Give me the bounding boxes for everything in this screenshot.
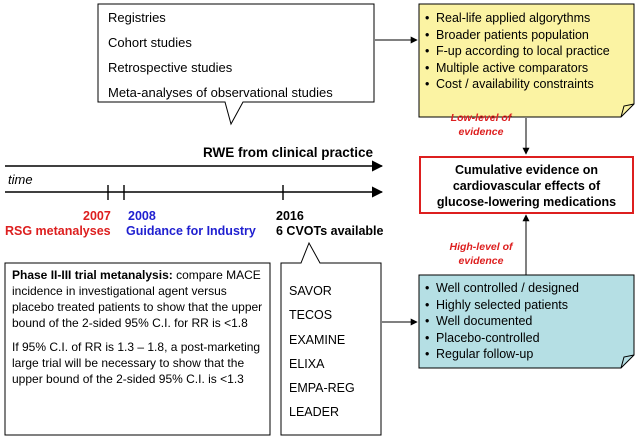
phase-box-text: Phase II-III trial metanalysis: compare … <box>12 267 266 387</box>
cvot-list: SAVOR TECOS EXAMINE ELIXA EMPA-REG LEADE… <box>289 284 355 430</box>
phase-box-shape <box>4 262 271 436</box>
cvot-item: LEADER <box>289 405 340 420</box>
phase-para-2: If 95% C.I. of RR is 1.3 – 1.8, a post-m… <box>12 340 261 386</box>
observational-item: Cohort studies <box>108 35 192 50</box>
event-2008-year: 2008 <box>128 209 156 223</box>
cvot-item: TECOS <box>289 308 333 323</box>
event-2016-title: 6 CVOTs available <box>276 224 384 238</box>
cvot-callout-shape <box>280 241 382 436</box>
observational-list: Registries Cohort studies Retrospective … <box>108 10 333 101</box>
rwe-label: RWE from clinical practice <box>203 145 374 160</box>
high-evidence-label: High-level of evidence <box>449 241 513 267</box>
rct-feature-item: Well controlled / designed <box>425 280 579 297</box>
phase-para-1-text: compare MACE incidence in investigationa… <box>12 268 263 330</box>
rwe-feature-item: Cost / availability constraints <box>425 76 610 93</box>
observational-item: Registries <box>108 10 166 25</box>
rwe-feature-item: Broader patients population <box>425 27 610 44</box>
rct-feature-item: Highly selected patients <box>425 297 579 314</box>
observational-item: Retrospective studies <box>108 60 233 75</box>
rct-feature-item: Well documented <box>425 313 579 330</box>
cumulative-line: glucose-lowering medications <box>436 195 617 209</box>
observational-item: Meta-analyses of observational studies <box>108 85 333 100</box>
cvot-item: ELIXA <box>289 356 325 371</box>
cumulative-line: Cumulative evidence on <box>454 163 599 177</box>
cumulative-evidence-box: Cumulative evidence on cardiovascular ef… <box>419 156 634 214</box>
rct-features-list: Well controlled / designed Highly select… <box>425 280 579 363</box>
rwe-features-list: Real-life applied algorythms Broader pat… <box>425 10 610 93</box>
event-2007-title: RSG metanalyses <box>5 224 111 238</box>
cumulative-line: cardiovascular effects of <box>452 179 601 193</box>
observational-callout-shape <box>97 3 375 126</box>
phase-para-1: Phase II-III trial metanalysis: compare … <box>12 267 266 331</box>
event-2007-year: 2007 <box>83 209 111 223</box>
cvot-item: EXAMINE <box>289 332 346 347</box>
time-label: time <box>8 172 33 187</box>
rwe-feature-item: F-up according to local practice <box>425 43 610 60</box>
rwe-feature-item: Multiple active comparators <box>425 60 610 77</box>
rwe-feature-item: Real-life applied algorythms <box>425 10 610 27</box>
low-evidence-label: Low-level of evidence <box>450 112 512 138</box>
rct-feature-item: Regular follow-up <box>425 346 579 363</box>
event-2016-year: 2016 <box>276 209 304 223</box>
event-2008-title: Guidance for Industry <box>126 224 256 238</box>
cvot-item: EMPA-REG <box>289 381 355 396</box>
cvot-item: SAVOR <box>289 284 332 298</box>
phase-lead: Phase II-III trial metanalysis: <box>12 268 173 282</box>
rct-feature-item: Placebo-controlled <box>425 330 579 347</box>
